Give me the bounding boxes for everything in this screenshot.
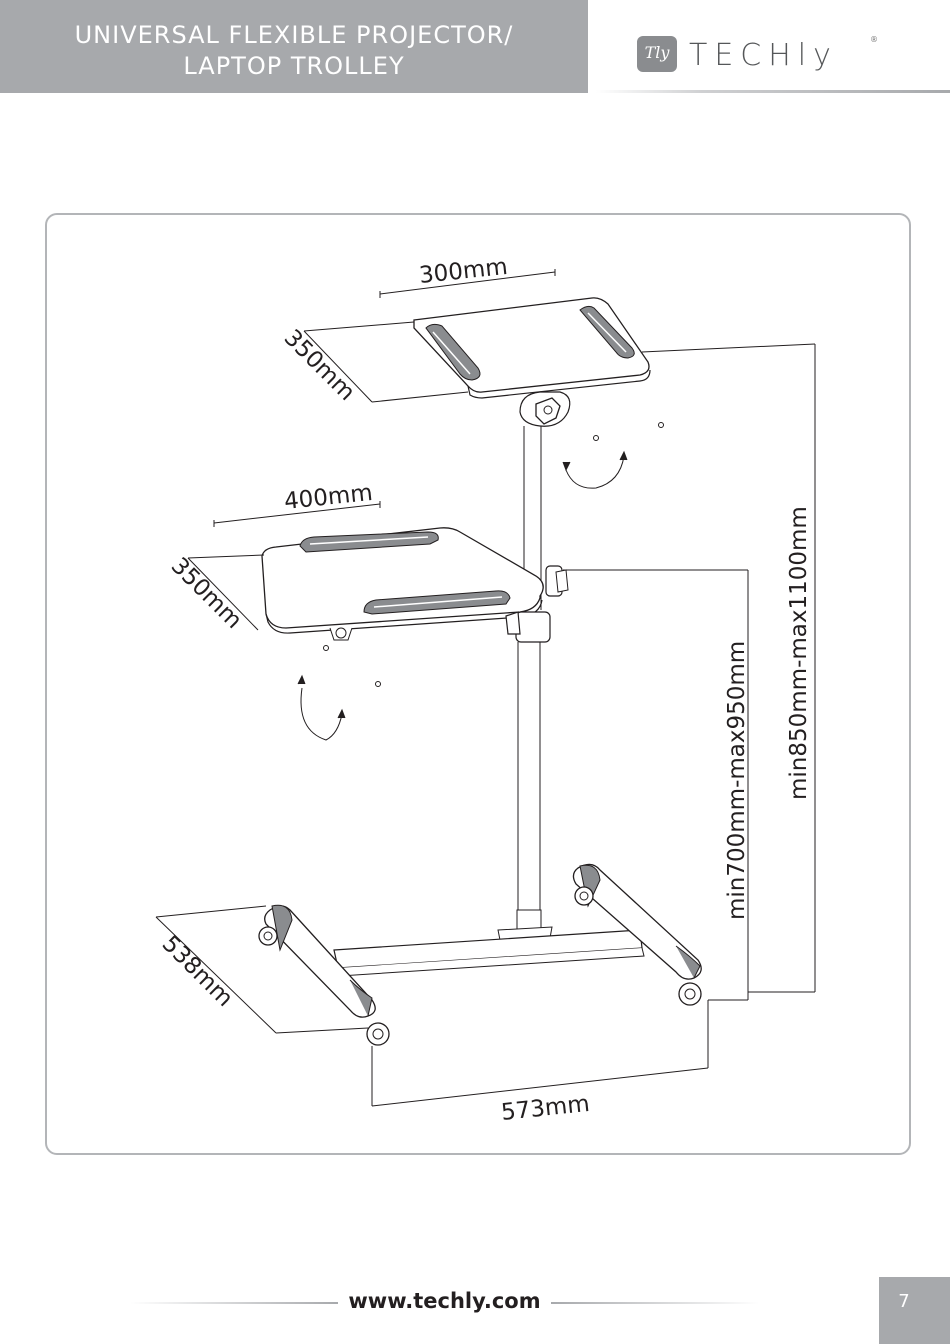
page-number-tab: 7	[879, 1277, 950, 1344]
lower-height-label: min700mm-max950mm	[724, 641, 750, 920]
footer-rule-left	[130, 1302, 338, 1304]
base-depth-label: 538mm	[157, 931, 238, 1012]
top-height-label: min850mm-max1100mm	[786, 506, 812, 800]
lower-tray	[262, 528, 543, 640]
footer-website[interactable]: www.techly.com	[338, 1289, 551, 1313]
lower-tray-depth-label: 350mm	[166, 553, 247, 634]
footer-rule-right	[551, 1302, 759, 1304]
lower-tray-width-label: 400mm	[283, 480, 374, 515]
top-tray	[414, 298, 650, 398]
top-tray-tilt-hub	[520, 392, 664, 488]
base-width-label: 573mm	[500, 1091, 591, 1126]
page-number: 7	[879, 1291, 929, 1312]
top-tray-depth-label: 350mm	[279, 325, 360, 406]
trolley-base	[259, 864, 701, 1045]
top-tray-width-label: 300mm	[418, 254, 509, 289]
lower-column	[498, 642, 552, 940]
